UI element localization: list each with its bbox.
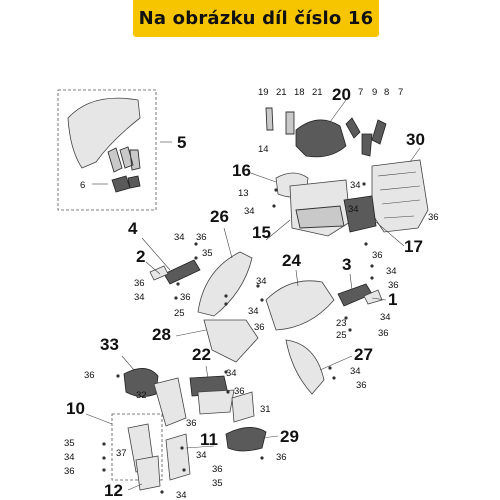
inner-panel-part — [153, 377, 187, 427]
label-34-h: 34 — [386, 266, 397, 277]
label-16: 16 — [232, 161, 251, 180]
bracket-part — [345, 117, 373, 157]
label-37: 37 — [116, 448, 127, 459]
label-18: 18 — [294, 87, 305, 98]
lower-panel-left-part — [203, 319, 259, 363]
footrest-group-box — [111, 413, 163, 481]
bolt-set-part — [265, 107, 295, 135]
label-10: 10 — [66, 399, 85, 418]
label-12: 12 — [104, 481, 123, 500]
rear-cover-part — [123, 368, 159, 397]
center-lower-2-part — [197, 389, 235, 415]
label-36-d: 36 — [134, 278, 145, 289]
label-15: 15 — [252, 223, 271, 242]
label-33: 33 — [100, 335, 119, 354]
title-banner: Na obrázku díl číslo 16 — [133, 0, 379, 37]
side-cover-11-part — [165, 433, 191, 481]
label-25-b: 25 — [336, 330, 347, 341]
label-34-c: 34 — [348, 204, 359, 215]
label-21a: 21 — [276, 87, 287, 98]
label-1: 1 — [388, 290, 397, 309]
label-11: 11 — [200, 430, 218, 449]
side-panel-2-part — [163, 259, 201, 285]
rear-fender-part — [225, 427, 267, 452]
label-4: 4 — [128, 219, 138, 238]
footrest-lower-part — [135, 455, 161, 491]
bracket-part-2 — [371, 119, 387, 145]
label-9: 9 — [372, 87, 377, 98]
center-fairing-part — [265, 280, 335, 331]
label-8: 8 — [384, 87, 389, 98]
headlight-lens-part — [295, 205, 345, 229]
label-34-d: 34 — [174, 232, 185, 243]
label-34-n: 34 — [176, 490, 187, 500]
instrument-cover-part — [295, 119, 347, 158]
windshield-part — [67, 97, 141, 169]
label-13: 13 — [238, 188, 249, 199]
label-3: 3 — [342, 255, 351, 274]
label-30: 30 — [406, 130, 425, 149]
label-20: 20 — [332, 85, 351, 104]
label-34-i: 34 — [380, 312, 391, 323]
label-36-i: 36 — [356, 380, 367, 391]
label-34-j: 34 — [350, 366, 361, 377]
windshield-mount-part — [111, 175, 141, 193]
label-7a: 7 — [358, 87, 363, 98]
fastener-dots — [102, 182, 374, 494]
label-31: 31 — [260, 404, 271, 415]
label-34-a: 34 — [244, 206, 255, 217]
label-36-n: 36 — [212, 464, 223, 475]
label-21b: 21 — [312, 87, 323, 98]
label-5: 5 — [177, 133, 186, 152]
label-22: 22 — [192, 345, 211, 364]
windshield-group-box — [57, 89, 157, 211]
label-26: 26 — [210, 207, 229, 226]
label-34-b: 34 — [350, 180, 361, 191]
label-27: 27 — [354, 345, 373, 364]
label-36-o: 36 — [276, 452, 287, 463]
label-7b: 7 — [398, 87, 403, 98]
label-14: 14 — [258, 144, 269, 155]
label-36-g: 36 — [388, 280, 399, 291]
side-fairing-left-part — [197, 251, 253, 317]
panel-31-part — [231, 391, 255, 423]
front-frame-part — [371, 159, 429, 233]
label-34-l: 34 — [64, 452, 75, 463]
label-36-c: 36 — [196, 232, 207, 243]
leader-lines — [85, 99, 421, 491]
label-35-c: 35 — [212, 478, 223, 489]
label-36-f: 36 — [254, 322, 265, 333]
label-34-e: 34 — [134, 292, 145, 303]
label-25-a: 25 — [174, 308, 185, 319]
label-36-k: 36 — [234, 386, 245, 397]
label-35-b: 35 — [64, 438, 75, 449]
label-34-g: 34 — [248, 306, 259, 317]
label-29: 29 — [280, 427, 299, 446]
label-36-j: 36 — [84, 370, 95, 381]
page-title: Na obrázku díl číslo 16 — [138, 8, 374, 29]
label-36-l: 36 — [186, 418, 197, 429]
label-32: 32 — [136, 390, 147, 401]
label-36-e: 36 — [180, 292, 191, 303]
label-36-a: 36 — [428, 212, 439, 223]
label-24: 24 — [282, 251, 301, 270]
clip-1-part — [363, 289, 383, 305]
label-36-h: 36 — [378, 328, 389, 339]
label-34-f: 34 — [256, 276, 267, 287]
label-35-a: 35 — [202, 248, 213, 259]
label-23: 23 — [336, 318, 347, 329]
label-36-m: 36 — [64, 466, 75, 477]
windshield-bracket-part — [107, 146, 141, 173]
label-34-k: 34 — [226, 368, 237, 379]
label-2: 2 — [136, 247, 145, 266]
lower-panel-right-part — [285, 339, 325, 395]
label-17: 17 — [404, 237, 423, 256]
label-6: 6 — [80, 180, 85, 191]
label-36-b: 36 — [372, 250, 383, 261]
label-34-m: 34 — [196, 450, 207, 461]
grille-part — [343, 195, 377, 233]
label-28: 28 — [152, 325, 171, 344]
label-19: 19 — [258, 87, 269, 98]
